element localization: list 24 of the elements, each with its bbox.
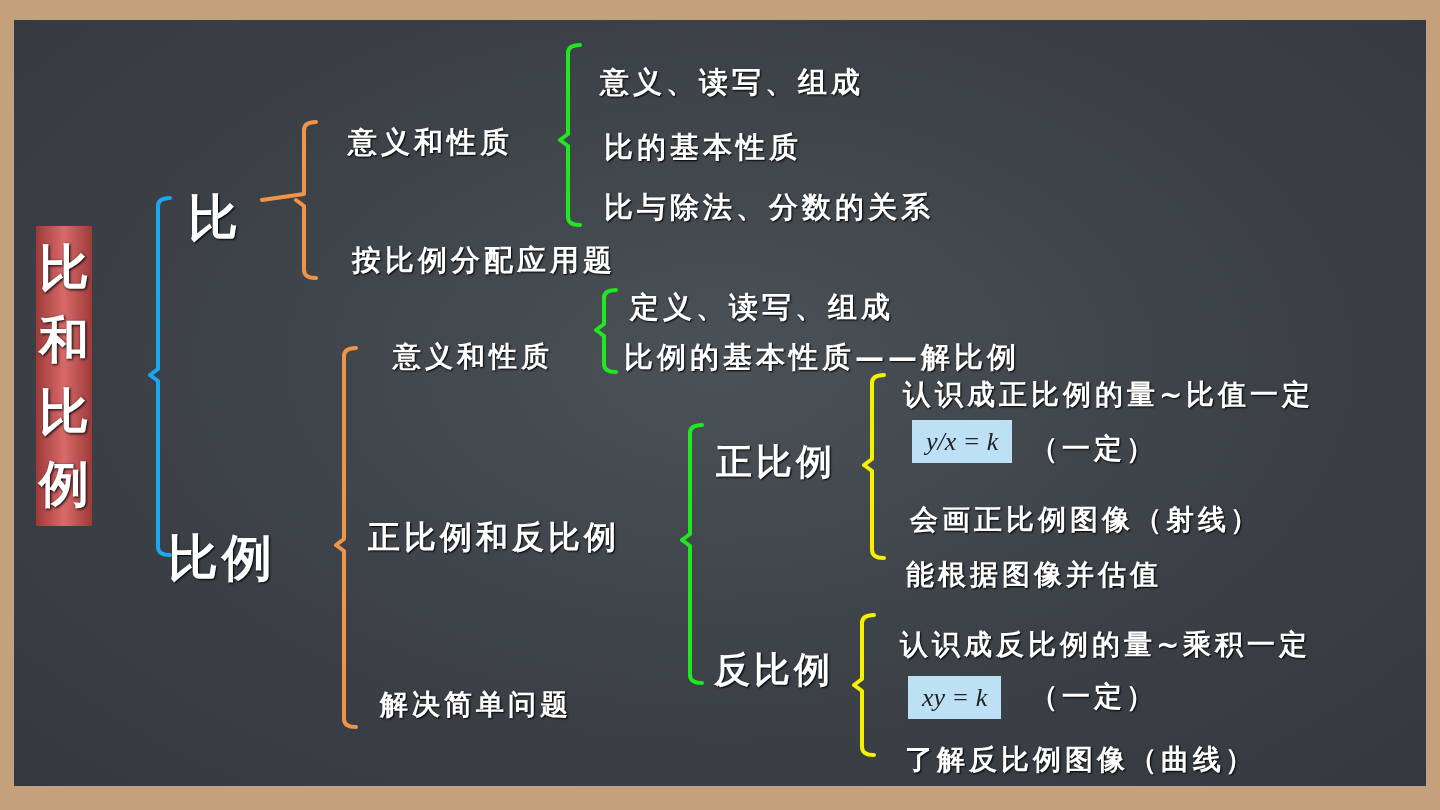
topic-text: 意义和性质	[393, 340, 553, 374]
item-text: 比的基本性质	[604, 130, 802, 165]
item-text: 定义、读写、组成	[630, 290, 894, 325]
topic-text: 按比例分配应用题	[352, 243, 616, 278]
branch-heading: 比	[188, 188, 242, 248]
formula: xy = k	[908, 676, 1002, 720]
topic-text: 正比例和反比例	[368, 518, 620, 557]
topic-text: 意义和性质	[348, 125, 513, 160]
item-text: 会画正比例图像（射线）	[910, 503, 1262, 537]
title: 比和比例	[36, 226, 92, 526]
formula: y/x = k	[912, 420, 1013, 464]
item-text: 了解反比例图像（曲线）	[905, 743, 1257, 777]
topic-text: 解决简单问题	[380, 688, 572, 722]
item-text: （一定）	[1030, 680, 1158, 714]
branch-heading: 比例	[168, 528, 276, 588]
subtopic-text: 反比例	[714, 648, 834, 692]
item-text: 认识成正比例的量~比值一定	[903, 378, 1315, 412]
item-text: 认识成反比例的量~乘积一定	[900, 628, 1312, 662]
item-text: （一定）	[1030, 432, 1158, 466]
item-text: 意义、读写、组成	[600, 65, 864, 100]
item-text: 比例的基本性质——解比例	[624, 340, 1020, 375]
item-text: 能根据图像并估值	[906, 558, 1162, 592]
subtopic-text: 正比例	[716, 440, 836, 484]
item-text: 比与除法、分数的关系	[604, 190, 934, 225]
